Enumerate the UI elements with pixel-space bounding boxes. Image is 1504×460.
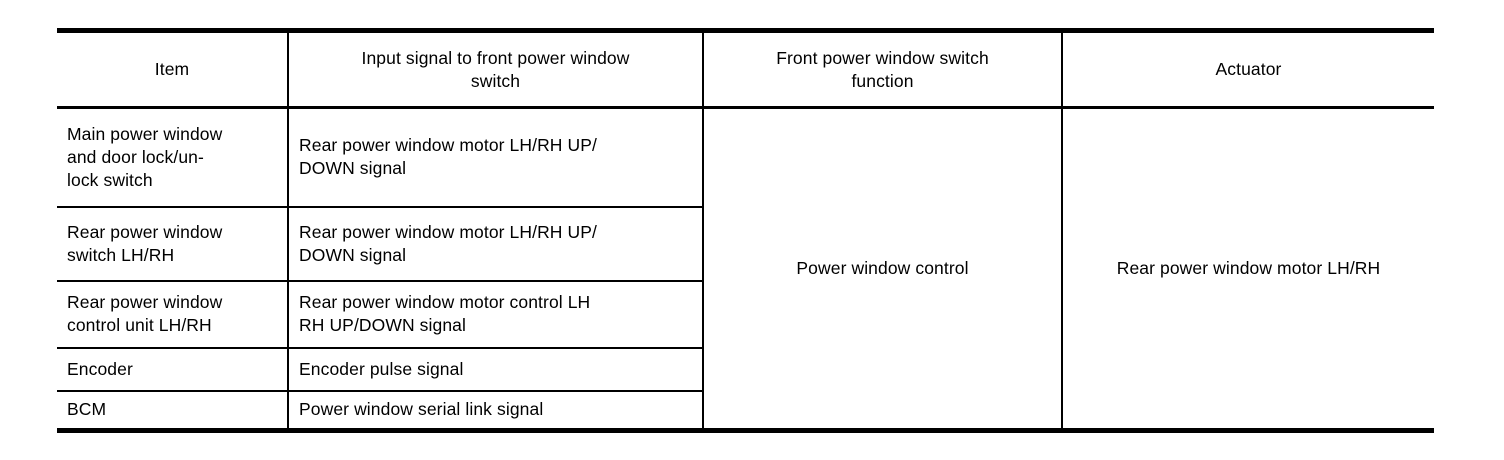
item-cell: Rear power window control unit LH/RH xyxy=(57,280,288,349)
table-row: BCM Power window serial link signal xyxy=(57,390,1434,432)
header-cell-input-signal: Input signal to front power window switc… xyxy=(287,30,703,109)
input-signal-cell: Rear power window motor LH/RH UP/ DOWN s… xyxy=(287,206,703,282)
table-body: Main power window and door lock/un- lock… xyxy=(57,107,1434,432)
table-row: Encoder Encoder pulse signal xyxy=(57,347,1434,392)
item-cell: BCM xyxy=(57,390,288,432)
input-signal-cell: Rear power window motor control LH RH UP… xyxy=(287,280,703,349)
header-cell-item: Item xyxy=(57,30,288,109)
input-signal-cell: Rear power window motor LH/RH UP/ DOWN s… xyxy=(287,107,703,208)
input-signal-cell: Encoder pulse signal xyxy=(287,347,703,392)
power-window-system-table: Item Input signal to front power window … xyxy=(57,28,1434,433)
input-signal-cell: Power window serial link signal xyxy=(287,390,703,432)
merged-cell-function: Power window control xyxy=(702,107,1062,431)
item-cell: Main power window and door lock/un- lock… xyxy=(57,107,288,208)
table-row: Main power window and door lock/un- lock… xyxy=(57,107,1434,431)
merged-cell-actuator: Rear power window motor LH/RH xyxy=(1061,107,1434,431)
header-cell-actuator: Actuator xyxy=(1061,30,1434,109)
table-row: Rear power window switch LH/RH Rear powe… xyxy=(57,206,1434,282)
header-cell-function: Front power window switch function xyxy=(702,30,1062,109)
header-row: Item Input signal to front power window … xyxy=(57,30,1434,109)
table-header: Item Input signal to front power window … xyxy=(57,30,1434,109)
item-cell: Rear power window switch LH/RH xyxy=(57,206,288,282)
table-row: Rear power window control unit LH/RH Rea… xyxy=(57,280,1434,349)
item-cell: Encoder xyxy=(57,347,288,392)
